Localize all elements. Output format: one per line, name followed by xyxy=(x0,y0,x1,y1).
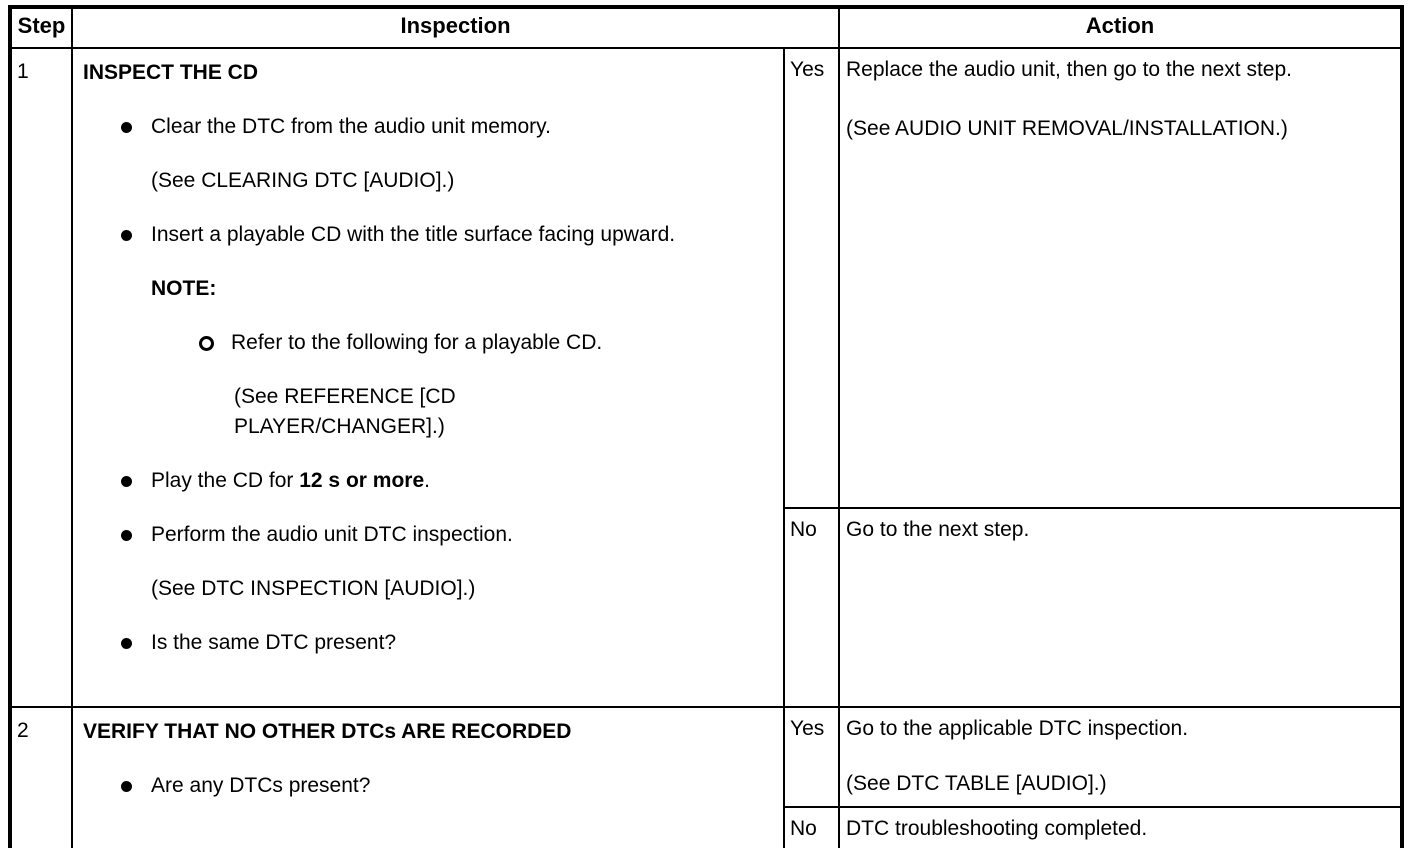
header-inspection: Inspection xyxy=(70,6,841,49)
table-row-step2-no: No DTC troubleshooting completed. xyxy=(10,806,1404,848)
note-label: NOTE: xyxy=(151,277,217,300)
list-item: Clear the DTC from the audio unit memory… xyxy=(83,112,777,142)
reference-text: (See DTC TABLE [AUDIO].) xyxy=(846,772,1107,795)
action-text: DTC troubleshooting completed. xyxy=(846,817,1148,840)
list-item: Perform the audio unit DTC inspection. xyxy=(83,520,777,550)
action-cell-step1-yes: Replace the audio unit, then go to the n… xyxy=(838,47,1404,509)
reference-text: (See REFERENCE [CD PLAYER/CHANGER].) xyxy=(234,385,456,438)
inspection-title: VERIFY THAT NO OTHER DTCs ARE RECORDED xyxy=(83,720,572,743)
header-row: Step Inspection Action xyxy=(9,6,1404,49)
action-cell-step2-no: DTC troubleshooting completed. xyxy=(838,806,1404,848)
bullet-icon xyxy=(121,476,132,487)
text-fragment: Play the CD for xyxy=(151,469,300,492)
list-item: Are any DTCs present? xyxy=(83,771,777,801)
yes-label: Yes xyxy=(782,706,841,808)
list-item-text: Clear the DTC from the audio unit memory… xyxy=(151,115,551,138)
sub-list-item-text: Refer to the following for a playable CD… xyxy=(231,331,603,354)
bullet-icon xyxy=(121,230,132,241)
troubleshooting-table: Step Inspection Action 1 INSPECT THE CD … xyxy=(8,5,1405,848)
list-item-text: Is the same DTC present? xyxy=(151,631,397,654)
list-item: Insert a playable CD with the title surf… xyxy=(83,220,777,250)
bullet-icon xyxy=(121,530,132,541)
reference-text: (See CLEARING DTC [AUDIO].) xyxy=(151,169,455,192)
no-label: No xyxy=(782,806,841,848)
table-row-step2-yes: 2 VERIFY THAT NO OTHER DTCs ARE RECORDED… xyxy=(9,706,1404,848)
action-text: Replace the audio unit, then go to the n… xyxy=(846,58,1292,81)
bullet-icon xyxy=(121,638,132,649)
sub-list-item: Refer to the following for a playable CD… xyxy=(83,328,777,358)
action-cell-step2-yes: Go to the applicable DTC inspection. (Se… xyxy=(838,706,1404,808)
action-text: Go to the next step. xyxy=(846,518,1030,541)
inspection-cell-step1: INSPECT THE CD Clear the DTC from the au… xyxy=(71,47,785,708)
list-item: Is the same DTC present? xyxy=(83,628,777,658)
inspection-cell-step2: VERIFY THAT NO OTHER DTCs ARE RECORDED A… xyxy=(71,706,785,848)
action-text: Go to the applicable DTC inspection. xyxy=(846,717,1189,740)
reference-text: (See AUDIO UNIT REMOVAL/INSTALLATION.) xyxy=(846,117,1288,140)
list-item-text: Play the CD for 12 s or more. xyxy=(151,466,430,496)
reference-text: (See DTC INSPECTION [AUDIO].) xyxy=(151,577,476,600)
list-item-text: Are any DTCs present? xyxy=(151,774,371,797)
step-number: 1 xyxy=(9,47,73,708)
table-row-step1-yes: 1 INSPECT THE CD Clear the DTC from the … xyxy=(9,47,1404,708)
no-label: No xyxy=(782,507,841,708)
list-item: Play the CD for 12 s or more. xyxy=(83,466,777,496)
yes-label: Yes xyxy=(782,47,841,509)
list-item-text: Insert a playable CD with the title surf… xyxy=(151,223,676,246)
header-step: Step xyxy=(9,6,73,49)
list-item-text: Perform the audio unit DTC inspection. xyxy=(151,523,513,546)
circle-bullet-icon xyxy=(199,336,214,351)
table-row-step1-no: No Go to the next step. xyxy=(10,507,1404,708)
step-number: 2 xyxy=(9,706,73,848)
bullet-icon xyxy=(121,122,132,133)
bold-text-fragment: 12 s or more xyxy=(299,469,425,492)
inspection-title: INSPECT THE CD xyxy=(83,61,259,84)
header-action: Action xyxy=(838,6,1404,49)
bullet-icon xyxy=(121,781,132,792)
text-fragment: . xyxy=(424,469,430,492)
action-cell-step1-no: Go to the next step. xyxy=(838,507,1404,708)
